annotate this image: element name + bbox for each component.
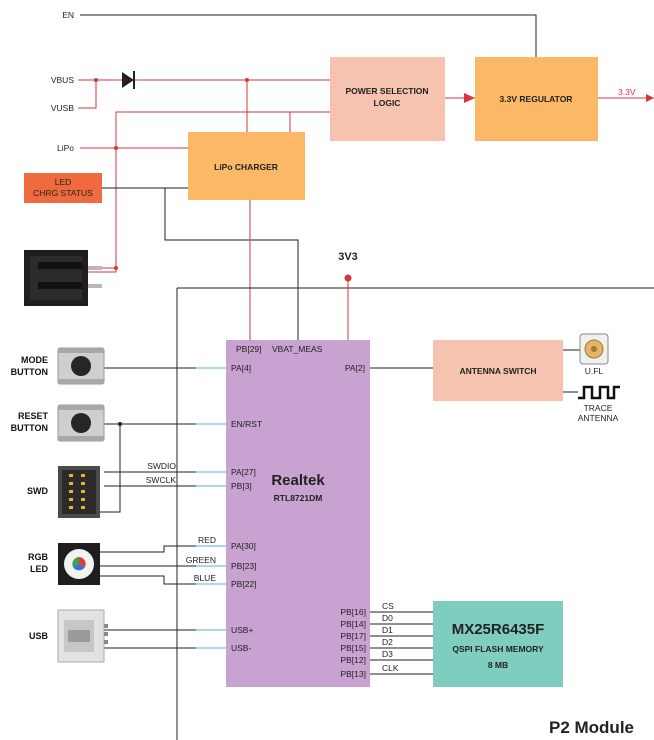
swd-label: SWD — [27, 486, 48, 496]
trace-antenna-line1: TRACE — [584, 403, 613, 413]
pin-pb22: PB[22] — [231, 579, 257, 589]
usb-connector-icon — [57, 609, 108, 663]
led-status-line1: LED — [55, 177, 72, 187]
power-selection-block — [330, 57, 445, 141]
pin-usb-plus: USB+ — [231, 625, 253, 635]
pin-vbat-meas: VBAT_MEAS — [272, 344, 323, 354]
cs-signal: CS — [382, 601, 394, 611]
module-title: P2 Module — [549, 718, 634, 737]
en-label: EN — [62, 10, 74, 20]
wire-en — [80, 14, 537, 57]
junction-dots — [94, 78, 249, 426]
arrow-3v3-out — [646, 94, 654, 102]
pin-pa30: PA[30] — [231, 541, 256, 551]
charger-label: LiPo CHARGER — [214, 162, 278, 172]
out-3v3-label: 3.3V — [618, 87, 636, 97]
wire-usb-pins — [196, 629, 226, 649]
mode-label-1: MODE — [21, 355, 48, 365]
pin-pb13: PB[13] — [340, 669, 366, 679]
wire-red — [100, 545, 226, 553]
rgb-label-1: RGB — [28, 552, 49, 562]
ufl-connector-icon — [579, 333, 609, 365]
pin-pb3: PB[3] — [231, 481, 252, 491]
reset-label-1: RESET — [18, 411, 49, 421]
wire-3v3-rail — [176, 287, 654, 740]
wire-vbus-drop — [188, 80, 248, 141]
antenna-switch-label: ANTENNA SWITCH — [459, 366, 536, 376]
reset-button-icon — [57, 404, 105, 442]
pin-pa27: PA[27] — [231, 467, 256, 477]
flash-block — [433, 601, 563, 687]
led-status-block — [24, 173, 102, 203]
mode-label-2: BUTTON — [11, 367, 48, 377]
green-signal: GREEN — [186, 555, 216, 565]
swd-header-icon — [58, 466, 100, 518]
blue-signal: BLUE — [194, 573, 217, 583]
realtek-name: Realtek — [271, 472, 325, 489]
d0-signal: D0 — [382, 613, 393, 623]
d2-signal: D2 — [382, 637, 393, 647]
arrow-psl-reg — [464, 93, 475, 103]
d3-signal: D3 — [382, 649, 393, 659]
rgb-led-icon — [58, 543, 100, 585]
pin-pb16: PB[16] — [340, 607, 366, 617]
power-selection-line1: POWER SELECTION — [345, 86, 428, 96]
wire-blue — [100, 575, 226, 585]
diode-icon — [122, 71, 135, 89]
regulator-block — [475, 57, 598, 141]
lipo-label: LiPo — [57, 143, 74, 153]
ufl-label: U.FL — [585, 366, 604, 376]
battery-connector-icon — [24, 250, 102, 306]
wire-charger-vbat — [164, 188, 299, 340]
pin-usb-minus: USB- — [231, 643, 251, 653]
pin-pb29: PB[29] — [236, 344, 262, 354]
trace-antenna-line2: ANTENNA — [578, 413, 619, 423]
wire-rgb-pins — [196, 545, 226, 585]
wire-reset-drop — [100, 424, 121, 513]
red-signal: RED — [198, 535, 216, 545]
realtek-chip — [226, 340, 370, 687]
vusb-label: VUSB — [51, 103, 74, 113]
wire-vusb — [78, 80, 97, 109]
trace-antenna-icon — [578, 385, 620, 400]
flash-size: 8 MB — [488, 660, 508, 670]
vbus-label: VBUS — [51, 75, 74, 85]
wire-swd-pins — [196, 471, 226, 487]
pin-pb12: PB[12] — [340, 655, 366, 665]
regulator-label: 3.3V REGULATOR — [500, 94, 573, 104]
wires — [78, 14, 654, 740]
rail-3v3-label: 3V3 — [338, 251, 358, 263]
led-status-line2: CHRG STATUS — [33, 188, 93, 198]
pin-pa2: PA[2] — [345, 363, 365, 373]
pin-pb23: PB[23] — [231, 561, 257, 571]
power-selection-line2: LOGIC — [374, 98, 401, 108]
charger-block — [188, 132, 305, 200]
realtek-part: RTL8721DM — [274, 493, 323, 503]
pin-pb14: PB[14] — [340, 619, 366, 629]
rgb-label-2: LED — [30, 564, 49, 574]
pin-pa4: PA[4] — [231, 363, 251, 373]
swclk-signal: SWCLK — [146, 475, 177, 485]
usb-label: USB — [29, 631, 49, 641]
3v3-node-dot — [344, 274, 352, 282]
swdio-signal: SWDIO — [147, 461, 176, 471]
flash-name: MX25R6435F — [452, 621, 545, 638]
pin-pb15: PB[15] — [340, 643, 366, 653]
pin-en-rst: EN/RST — [231, 419, 262, 429]
antenna-switch-block — [433, 340, 563, 401]
pin-pb17: PB[17] — [340, 631, 366, 641]
flash-desc: QSPI FLASH MEMORY — [452, 644, 544, 654]
wire-psl-return — [88, 111, 330, 273]
wire-flash-bus — [370, 611, 433, 675]
clk-signal: CLK — [382, 663, 399, 673]
reset-label-2: BUTTON — [11, 423, 48, 433]
mode-button-icon — [57, 347, 105, 385]
d1-signal: D1 — [382, 625, 393, 635]
